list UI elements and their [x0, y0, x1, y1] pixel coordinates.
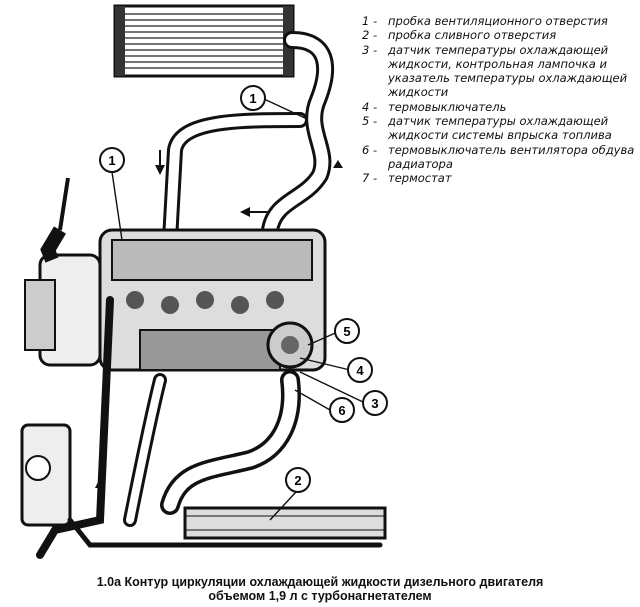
legend-item: 1 - пробка вентиляционного отверстия	[362, 14, 637, 28]
legend-item: 4 - термовыключатель	[362, 100, 637, 114]
svg-text:6: 6	[338, 403, 345, 418]
legend-item: 6 - термовыключатель вентилятора обдува р…	[362, 143, 637, 172]
callout-2: 2	[285, 467, 311, 493]
legend-text: термовыключатель	[388, 99, 507, 114]
legend-text: пробка вентиляционного отверстия	[388, 14, 608, 28]
legend-number: 4 -	[362, 99, 378, 114]
cooling-circuit-diagram: 1 1 2 3 4 5 6	[20, 4, 388, 559]
lower-hoses	[36, 296, 383, 559]
legend-number: 2 -	[362, 28, 378, 43]
leader-lines	[111, 98, 364, 521]
svg-text:1: 1	[249, 91, 256, 106]
legend-text: термовыключатель вентилятора обдува ради…	[388, 142, 635, 171]
callout-4: 4	[347, 357, 373, 383]
legend-number: 5 -	[362, 114, 378, 129]
legend-item: 5 - датчик температуры охлаждающей жидкос…	[362, 114, 637, 143]
svg-text:1: 1	[108, 153, 115, 168]
legend-item: 2 - пробка сливного отверстия	[362, 28, 637, 42]
svg-text:4: 4	[356, 363, 364, 378]
svg-text:2: 2	[294, 473, 301, 488]
heater-matrix	[20, 423, 72, 527]
svg-text:3: 3	[371, 396, 378, 411]
legend-text: датчик температуры охлаждающей жидкости …	[388, 114, 612, 143]
fill-neck	[40, 177, 70, 263]
legend-number: 6 -	[362, 142, 378, 157]
legend-text: датчик температуры охлаждающей жидкости,…	[388, 42, 628, 100]
legend-item: 3 - датчик температуры охлаждающей жидкос…	[362, 43, 637, 100]
legend-text: пробка сливного отверстия	[388, 28, 557, 43]
legend-text: термостат	[388, 171, 452, 186]
callout-5: 5	[334, 318, 360, 344]
upper-hose	[162, 31, 335, 248]
svg-text:5: 5	[343, 324, 350, 339]
callout-1b: 1	[99, 147, 125, 173]
bottom-pipe	[183, 506, 387, 540]
radiator	[113, 4, 295, 78]
caption-line-2: объемом 1,9 л с турбонагнетателем	[208, 589, 432, 603]
legend-number: 1 -	[362, 14, 378, 28]
callout-6: 6	[329, 397, 355, 423]
callout-1a: 1	[240, 85, 266, 111]
callout-3: 3	[362, 390, 388, 416]
legend-item: 7 - термостат	[362, 171, 637, 185]
legend-number: 7 -	[362, 171, 378, 186]
legend-number: 3 -	[362, 42, 378, 57]
caption-line-1: 1.0а Контур циркуляции охлаждающей жидко…	[96, 575, 544, 589]
figure-caption: 1.0а Контур циркуляции охлаждающей жидко…	[0, 575, 640, 603]
engine-block	[98, 228, 327, 372]
legend: 1 - пробка вентиляционного отверстия 2 - п…	[362, 14, 637, 186]
expansion-tank	[24, 253, 102, 367]
